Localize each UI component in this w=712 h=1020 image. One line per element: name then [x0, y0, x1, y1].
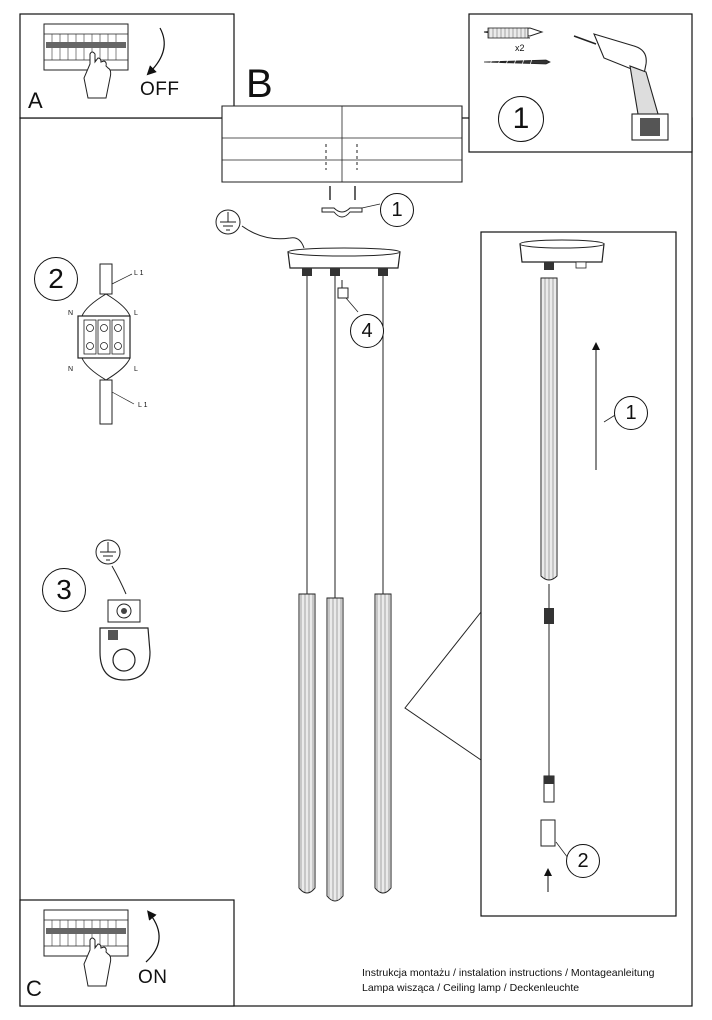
detail-connector-icon — [544, 608, 554, 624]
callout-ground: 3 — [42, 568, 86, 612]
callout-drill-step: 1 — [498, 96, 544, 142]
breaker-panel-on-icon — [43, 909, 129, 987]
anchor-quantity: x2 — [515, 43, 525, 53]
callout-bracket: 1 — [380, 193, 414, 227]
ground-terminal-icon — [99, 599, 151, 681]
detail-canopy-icon — [519, 239, 605, 270]
footer-line-1: Instrukcja montażu / instalation instruc… — [362, 967, 655, 979]
callout-detail-connect: 2 — [566, 844, 600, 878]
step-b-letter: B — [246, 62, 273, 106]
step-c-letter: C — [26, 976, 42, 1001]
wire-label-l-top: L — [134, 310, 138, 317]
callout-detail-raise: 1 — [614, 396, 648, 430]
mounting-bracket-icon — [321, 207, 363, 218]
wire-label-n-bottom: N — [68, 366, 74, 373]
callout-bulb: 4 — [350, 314, 384, 348]
ground-symbol-b-icon — [215, 209, 305, 249]
drill-icon — [573, 33, 669, 141]
ceiling-icon — [221, 105, 463, 183]
detail-socket-icon — [540, 819, 556, 847]
step-c-state: ON — [138, 967, 168, 988]
detail-upper-tube-icon — [540, 277, 558, 581]
pendant-left-icon — [298, 593, 316, 894]
pendant-right-icon — [374, 593, 392, 894]
wire-label-n-top: N — [68, 310, 74, 317]
terminal-block-icon — [77, 263, 135, 425]
callout-wiring: 2 — [34, 257, 78, 301]
step-a-letter: A — [28, 88, 43, 113]
breaker-panel-off-icon — [43, 23, 129, 99]
detail-panel — [480, 231, 677, 917]
turn-off-arrow-icon — [146, 27, 165, 76]
pendant-middle-icon — [326, 597, 344, 902]
bulb-icon — [337, 280, 359, 313]
step-a-state: OFF — [140, 79, 180, 100]
ground-symbol-3-icon — [95, 539, 127, 595]
wire-label-l1-top: L 1 — [134, 270, 144, 277]
canopy-icon — [287, 247, 401, 276]
wire-label-l1-bottom: L 1 — [138, 402, 148, 409]
detail-pointer — [404, 611, 482, 761]
screws-down-icon — [329, 186, 356, 200]
footer-line-2: Lampa wisząca / Ceiling lamp / Deckenleu… — [362, 982, 580, 994]
turn-on-arrow-icon — [145, 910, 160, 963]
wall-plug-icon — [483, 27, 544, 39]
screw-icon — [483, 58, 551, 66]
wire-label-l-bottom: L — [134, 366, 138, 373]
